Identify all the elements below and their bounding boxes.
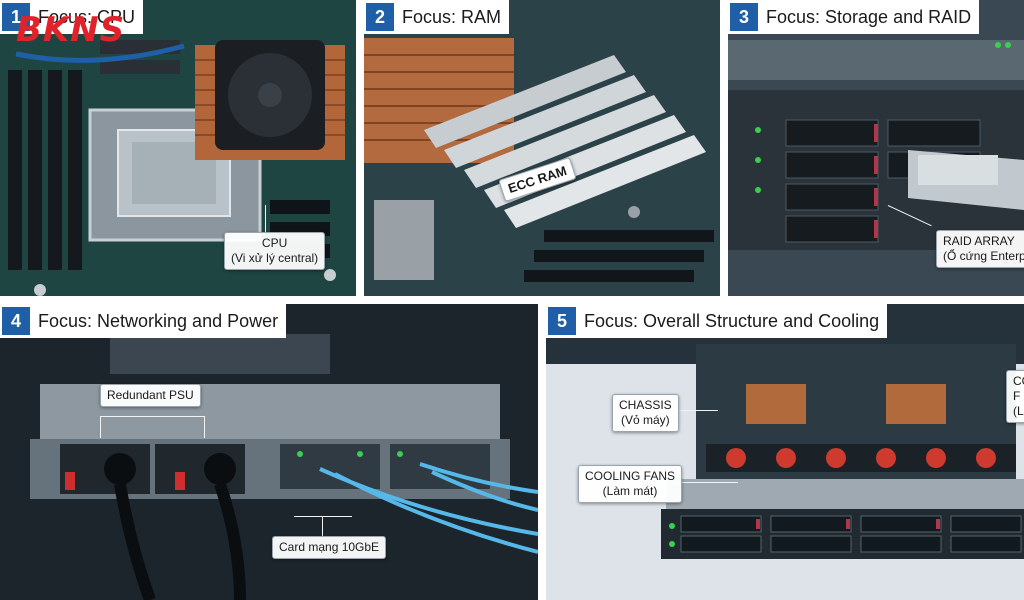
bkns-logo: BKNS	[6, 10, 186, 68]
panel-title-text: Focus: Networking and Power	[38, 310, 279, 331]
callout-leader	[100, 416, 101, 438]
callout-leader	[204, 416, 205, 438]
panel-number: 3	[730, 3, 758, 31]
panel-networking-power: 4 Focus: Networking and Power Redundant …	[0, 304, 538, 600]
panel-structure-cooling: 5 Focus: Overall Structure and Cooling C…	[546, 304, 1024, 600]
logo-text: BKNS	[16, 10, 126, 50]
panel-title-text: Focus: CPU	[38, 6, 136, 27]
panel-number: 2	[366, 3, 394, 31]
callout-leader	[670, 410, 718, 411]
networking-illustration	[0, 304, 538, 600]
callout-leader	[674, 482, 738, 483]
panel-number: 4	[2, 307, 30, 335]
storage-illustration	[728, 0, 1024, 296]
panel-title-text: Focus: RAM	[402, 6, 502, 27]
panel-title: 5 Focus: Overall Structure and Cooling	[546, 304, 888, 338]
cpu-motherboard-illustration	[0, 0, 356, 296]
panel-title: 2 Focus: RAM	[364, 0, 510, 34]
callout-cpu: CPU (Vi xử lý central)	[224, 232, 326, 270]
panel-storage: 3 Focus: Storage and RAID RAID ARRAY (Ổ …	[728, 0, 1024, 296]
callout-leader	[322, 516, 323, 536]
callout-leader	[294, 516, 352, 517]
callout-leader	[265, 205, 266, 233]
panel-title-text: Focus: Storage and RAID	[766, 6, 972, 27]
callout-cooling-fans: COOLING FANS (Làm mát)	[578, 465, 683, 503]
callout-redundant-psu: Redundant PSU	[100, 384, 201, 407]
panel-ram: 2 Focus: RAM ECC RAM	[364, 0, 720, 296]
chassis-illustration	[546, 304, 1024, 600]
callout-leader	[100, 416, 204, 417]
panel-number: 1	[2, 3, 30, 31]
callout-raid-array: RAID ARRAY (Ổ cứng Enterprise)	[936, 230, 1024, 268]
panel-title: 4 Focus: Networking and Power	[0, 304, 287, 338]
callout-chassis: CHASSIS (Vỏ máy)	[612, 394, 679, 432]
callout-10gbe-card: Card mạng 10GbE	[272, 536, 387, 559]
logo-swoosh-icon	[15, 43, 185, 63]
panel-number: 5	[548, 307, 576, 335]
panel-title: 1 Focus: CPU	[0, 0, 144, 34]
panel-cpu: 1 Focus: CPU CPU (Vi xử lý central)	[0, 0, 356, 296]
panel-title: 3 Focus: Storage and RAID	[728, 0, 980, 34]
panel-title-text: Focus: Overall Structure and Cooling	[584, 310, 880, 331]
ram-illustration	[364, 0, 720, 296]
callout-component-cut: CO F (Là	[1006, 370, 1024, 423]
